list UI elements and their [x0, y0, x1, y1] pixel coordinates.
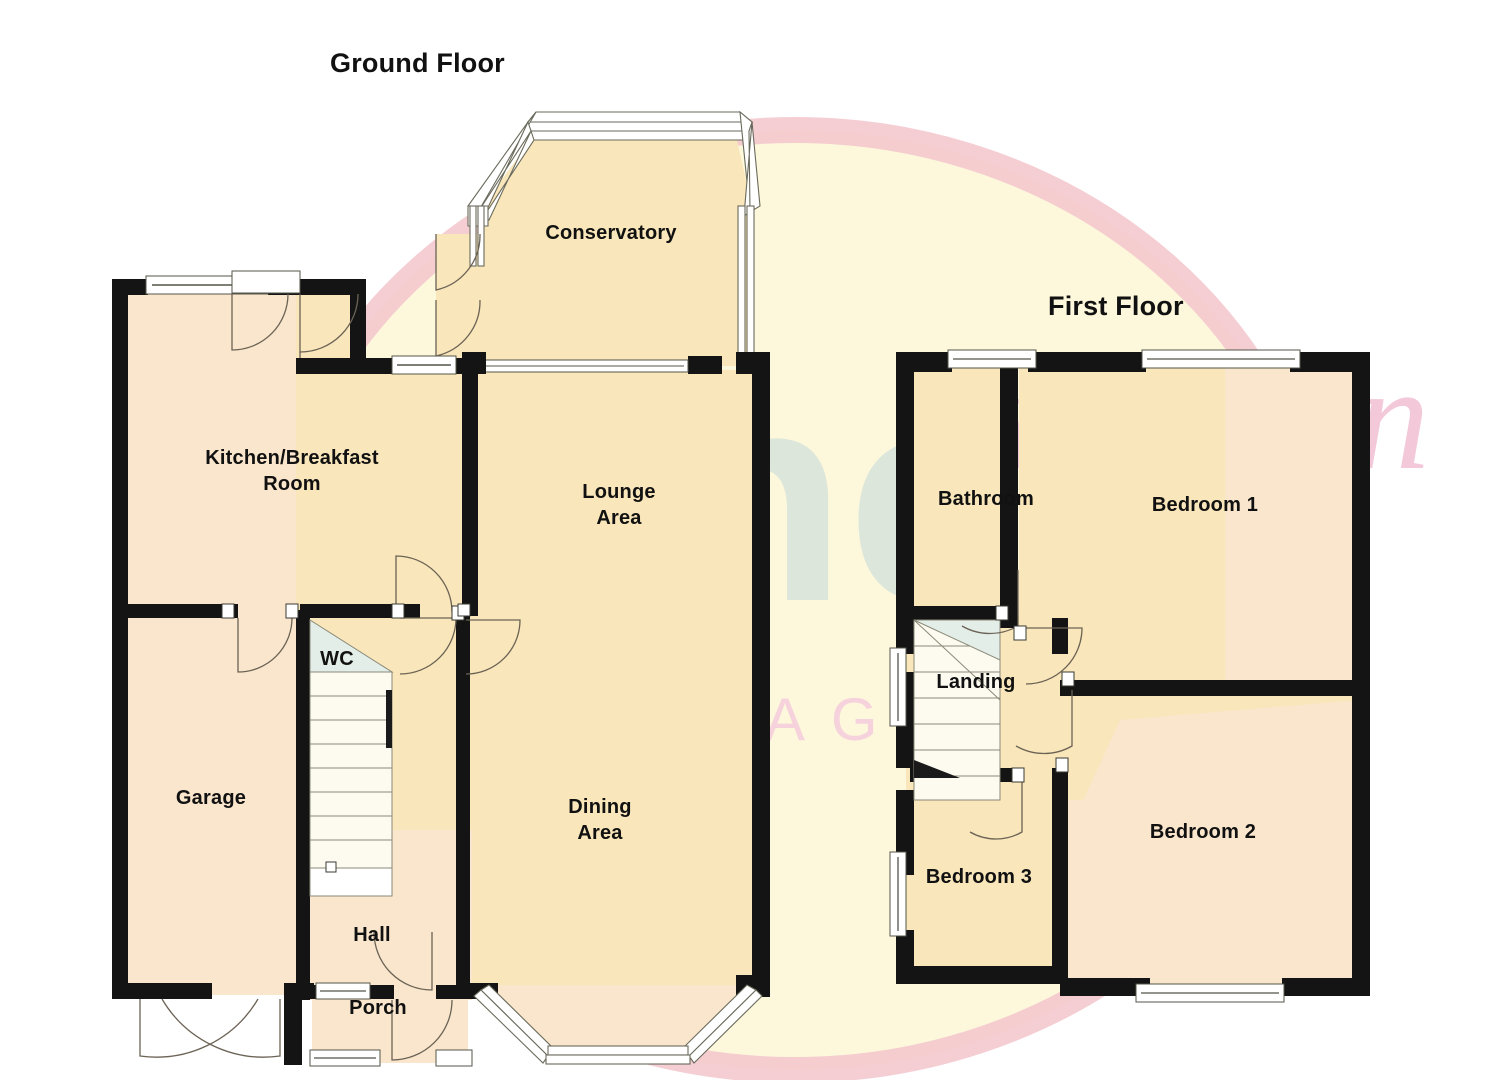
wall-bedroom3-south [896, 966, 1066, 984]
door-frame-kitchen-north [231, 270, 301, 294]
window-bathroom-north [947, 349, 1037, 369]
garage-floor-lower [126, 610, 296, 995]
wall-ff-right [1352, 352, 1370, 992]
door-arcs-ground [139, 233, 521, 1061]
wall-landing-east-a [1052, 618, 1068, 654]
dining-bay-glazing [473, 984, 763, 1065]
bathroom-floor [906, 366, 1005, 614]
wall-garage-kitchen-divider [124, 604, 224, 618]
door-jambs-ground [221, 603, 471, 873]
wall-bedroom2-south-b [1282, 978, 1370, 996]
room-label-dining-line2: Area [577, 822, 623, 844]
room-label-landing: Landing [936, 671, 1016, 693]
ground-floor-plan [112, 110, 770, 1067]
wall-ff-left [896, 352, 914, 654]
wall-porch-top-a [302, 985, 316, 999]
bedroom3-floor [906, 780, 1065, 970]
room-label-lounge-line1: Lounge [582, 481, 656, 503]
room-label-bedroom-1: Bedroom 1 [1151, 494, 1259, 516]
room-label-lounge-line2: Area [596, 507, 642, 529]
staircase-ground [309, 619, 394, 897]
bedroom1-floor-pale [1225, 366, 1360, 686]
wall-ff-top-b [1028, 352, 1146, 372]
wall-bedroom2-south [1060, 978, 1150, 996]
wall-hall-left [296, 610, 310, 1000]
room-label-dining-line1: Dining [568, 796, 632, 818]
wall-lounge-east [752, 356, 770, 990]
page-title-ground-floor: Ground Floor [330, 48, 505, 78]
first-floor-plan [889, 349, 1370, 1003]
room-label-bedroom-3: Bedroom 3 [925, 866, 1033, 888]
wall-porch-left [284, 985, 302, 1065]
room-label-porch: Porch [349, 997, 407, 1019]
wall-ff-top-c [1290, 352, 1370, 372]
wall-conservatory-base-left [462, 352, 486, 374]
page-title-first-floor: First Floor [1048, 291, 1184, 321]
room-label-lounge-area: Lounge Area [582, 479, 655, 531]
room-label-kitchen-line1: Kitchen/Breakfast [205, 447, 379, 469]
conservatory-floor [481, 127, 752, 366]
room-label-kitchen-breakfast: Kitchen/Breakfast Room [205, 445, 378, 497]
window-porch-north [315, 982, 371, 1000]
wall-garage-left [112, 279, 128, 995]
wall-wc-top [300, 604, 396, 618]
window-bedroom3-west-upper [889, 647, 907, 727]
wall-lounge-north-b [688, 356, 722, 374]
window-bedroom1-north [1141, 349, 1301, 369]
room-label-kitchen-line2: Room [263, 473, 321, 495]
wall-bathroom-east [1000, 366, 1018, 628]
wall-wc-top-2 [404, 604, 420, 618]
room-label-conservatory: Conservatory [545, 222, 677, 244]
conservatory-glazing [467, 110, 761, 367]
room-label-dining-area: Dining Area [568, 794, 631, 846]
room-label-bathroom: Bathroom [937, 488, 1035, 510]
wall-bathroom-south [910, 606, 1002, 620]
window-porch-south [309, 1049, 381, 1067]
wall-top-kitchen [296, 279, 366, 295]
wall-porch-top-b [370, 985, 394, 999]
room-label-wc: WC [320, 648, 354, 670]
wall-porch-top-c [436, 985, 470, 999]
dining-bay-floor [489, 985, 747, 1050]
window-lounge-north [481, 359, 689, 373]
door-jambs-first [995, 605, 1075, 783]
wall-conservatory-base-right [736, 352, 766, 374]
wall-garage-kitchen-divider-2 [232, 604, 238, 618]
porch-floor [312, 985, 468, 1063]
room-label-hall: Hall [353, 924, 391, 946]
window-bedroom3-west-lower [889, 851, 907, 937]
room-label-garage: Garage [175, 787, 247, 809]
wall-hall-right [456, 612, 470, 986]
staircase-first [913, 619, 1001, 801]
wall-garage-bottom [112, 983, 212, 999]
window-porch-east [435, 1049, 473, 1067]
wall-landing-east-b [1052, 768, 1068, 980]
wall-kitchen-strip-2 [374, 358, 392, 374]
window-bedroom2-south [1135, 983, 1285, 1003]
wall-kitchen-top-strip [296, 358, 376, 374]
window-kitchen-south [391, 355, 457, 375]
kitchen-floor [126, 283, 300, 610]
wall-kitchen-east [462, 366, 478, 616]
wall-top-left [112, 279, 148, 295]
wall-bedroom1-south [1060, 680, 1352, 696]
room-label-bedroom-2: Bedroom 2 [1149, 821, 1257, 843]
lounge-dining-floor [472, 370, 760, 985]
wall-kitchen-right-upper [350, 283, 366, 373]
bedroom2-floor-pale-2 [1065, 700, 1360, 985]
